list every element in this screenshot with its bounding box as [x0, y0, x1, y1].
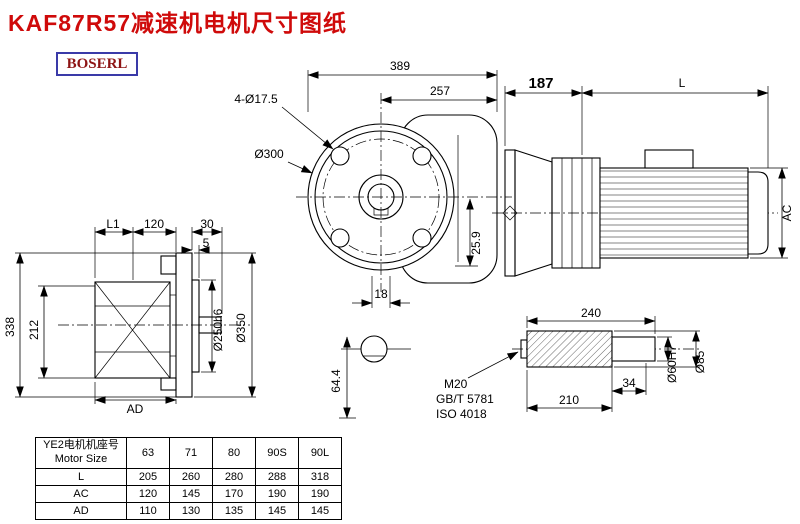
table-cell: 135: [212, 502, 256, 520]
table-header-en: Motor Size: [54, 453, 108, 465]
motor-size-table: YE2电机机座号 Motor Size 63 71 80 90S 90L L 2…: [35, 437, 342, 520]
table-cell: 170: [212, 485, 256, 503]
dim-shaft-end: 64.4: [329, 369, 343, 393]
dim-side-30: 30: [200, 217, 214, 231]
dim-side-l1: L1: [106, 217, 120, 231]
table-row-label: L: [35, 468, 127, 486]
dim-shaft-240: 240: [581, 306, 601, 320]
table-cell: 260: [169, 468, 213, 486]
table-cell: 120: [126, 485, 170, 503]
label-standard-iso: ISO 4018: [436, 407, 487, 421]
table-col-header: 71: [169, 437, 213, 469]
dim-key-width: 18: [374, 287, 388, 301]
bolt-hole: [412, 146, 432, 166]
front-view: 389 257 4-Ø17.5 Ø300 25.9 18: [234, 59, 512, 419]
dim-side-ad: AD: [127, 402, 144, 416]
table-row-label: AD: [35, 502, 127, 520]
center-mark: [502, 205, 518, 221]
dim-shaft-bore: Ø60H7: [665, 345, 679, 383]
boserl-logo: BOSERL: [56, 52, 138, 76]
table-col-header: 90L: [298, 437, 342, 469]
shaft-detail: 240 34 210 M20 GB/T 5781 ISO 4018 Ø60H7: [436, 306, 707, 421]
table-cell: 110: [126, 502, 170, 520]
table-cell: 190: [298, 485, 342, 503]
dim-front-width: 389: [390, 59, 410, 73]
table-header-motor-size: YE2电机机座号 Motor Size: [35, 437, 127, 469]
table-cell: 145: [298, 502, 342, 520]
dim-side-flange: Ø350: [234, 313, 248, 343]
fan-cowl: [747, 171, 769, 255]
table-row-l: L 205 260 280 288 318: [35, 468, 342, 486]
shaft-bore-section: [611, 336, 656, 362]
table-cell: 145: [169, 485, 213, 503]
dim-flange-dia: Ø300: [254, 147, 284, 161]
dim-motor-ac: AC: [780, 204, 794, 221]
dim-shaft-210: 210: [559, 393, 579, 407]
dim-side-212: 212: [27, 320, 41, 340]
table-header-row: YE2电机机座号 Motor Size 63 71 80 90S 90L: [35, 437, 342, 469]
table-col-header: 63: [126, 437, 170, 469]
hollow-shaft-section: [526, 330, 613, 368]
motor-view: 187 L AC: [492, 75, 794, 277]
table-header-cn: YE2电机机座号: [43, 439, 119, 452]
table-cell: 190: [255, 485, 299, 503]
flange-spigot: [191, 279, 200, 373]
dim-bolt-holes: 4-Ø17.5: [234, 92, 278, 106]
table-row-label: AC: [35, 485, 127, 503]
page-title: KAF87R57减速机电机尺寸图纸: [8, 10, 348, 36]
bolt-hole: [330, 228, 350, 248]
motor-body: [599, 167, 749, 259]
dim-motor-187: 187: [528, 75, 553, 92]
dim-side-338: 338: [3, 317, 17, 337]
dim-shaft-34: 34: [622, 376, 636, 390]
table-row-ad: AD 110 130 135 145 145: [35, 502, 342, 520]
table-row-ac: AC 120 145 170 190 190: [35, 485, 342, 503]
dim-side-120: 120: [144, 217, 164, 231]
bolt-hole: [412, 228, 432, 248]
table-col-header: 80: [212, 437, 256, 469]
dim-motor-l: L: [679, 76, 686, 90]
table-col-header: 90S: [255, 437, 299, 469]
dim-shaft-od: Ø85: [693, 350, 707, 373]
label-standard-gbt: GB/T 5781: [436, 392, 494, 406]
table-cell: 318: [298, 468, 342, 486]
table-cell: 205: [126, 468, 170, 486]
side-view: L1 120 30 5 338 212 AD Ø250h6: [3, 217, 256, 416]
table-cell: 280: [212, 468, 256, 486]
terminal-box: [644, 149, 694, 169]
dim-front-inner: 257: [430, 84, 450, 98]
dim-side-5: 5: [203, 236, 210, 250]
bolt-hole: [330, 146, 350, 166]
dim-side-spigot: Ø250h6: [211, 308, 225, 351]
table-cell: 288: [255, 468, 299, 486]
gearbox-body: [94, 281, 171, 379]
boserl-logo-text: BOSERL: [66, 55, 128, 72]
table-cell: 130: [169, 502, 213, 520]
label-thread-m20: M20: [444, 377, 468, 391]
table-cell: 145: [255, 502, 299, 520]
shaft-end-circle: [360, 335, 388, 363]
dim-key-depth: 25.9: [469, 231, 483, 255]
